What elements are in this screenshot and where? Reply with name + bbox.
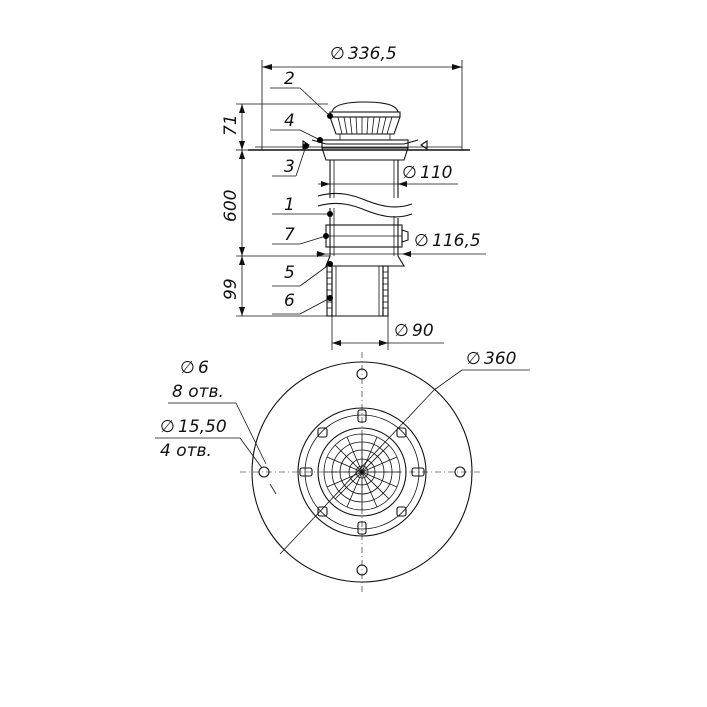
- dimension-outer-diameter: ∅ 336,5: [261, 44, 463, 150]
- side-view: ∅ 336,5: [221, 44, 486, 350]
- flange-outline: [251, 361, 473, 583]
- part-label-4: 4: [284, 111, 295, 131]
- spigot: [325, 255, 405, 317]
- diameter-symbol: ∅: [394, 321, 409, 341]
- diameter-symbol: ∅: [414, 231, 429, 251]
- plan-view: ∅ 360 ∅ 6 8 отв. ∅ 15,50 4 отв.: [155, 349, 530, 592]
- part-label-2: 2: [284, 69, 295, 89]
- part-leaders: 2 4 3 1 7 5 6: [270, 69, 333, 315]
- part-label-1: 1: [284, 195, 295, 215]
- clamp: [325, 224, 409, 248]
- clamp-bolts: [299, 409, 425, 535]
- part-label-6: 6: [284, 291, 295, 311]
- small-hole-diameter: 6: [198, 358, 209, 378]
- dimension-pipe-diameter: ∅ 110: [318, 163, 458, 187]
- diameter-symbol: ∅: [330, 44, 345, 64]
- outer-diameter-value: 336,5: [348, 44, 397, 64]
- part-label-7: 7: [284, 225, 295, 245]
- pipe: [317, 160, 413, 256]
- small-hole-count: 8 отв.: [172, 382, 224, 402]
- spigot-diameter-value: 90: [412, 321, 434, 341]
- diameter-symbol: ∅: [402, 163, 417, 183]
- diameter-symbol: ∅: [466, 349, 481, 369]
- part-label-3: 3: [284, 157, 295, 177]
- flange-holes: [258, 368, 466, 576]
- dimension-flange-diameter: ∅ 360: [279, 349, 530, 555]
- hole-callouts: ∅ 6 8 отв. ∅ 15,50 4 отв.: [155, 358, 277, 495]
- leaf-guard-dome: [329, 101, 401, 141]
- vertical-dimensions: 71 600 99: [221, 103, 332, 317]
- large-hole-count: 4 отв.: [160, 441, 212, 461]
- part-label-5: 5: [284, 263, 295, 283]
- pipe-diameter-value: 110: [420, 163, 452, 183]
- diameter-symbol: ∅: [160, 417, 175, 437]
- flange-diameter-value: 360: [484, 349, 516, 369]
- bottom-height-value: 99: [221, 278, 241, 300]
- roof-flange: [248, 139, 470, 161]
- clamp-diameter-value: 116,5: [432, 231, 481, 251]
- dimension-spigot-diameter: ∅ 90: [331, 316, 444, 350]
- top-height-value: 71: [221, 114, 241, 136]
- pipe-length-value: 600: [221, 190, 241, 222]
- grille-ribs: [324, 434, 400, 510]
- large-hole-diameter: 15,50: [178, 417, 227, 437]
- diameter-symbol: ∅: [180, 358, 195, 378]
- dimension-clamp-diameter: ∅ 116,5: [316, 231, 486, 257]
